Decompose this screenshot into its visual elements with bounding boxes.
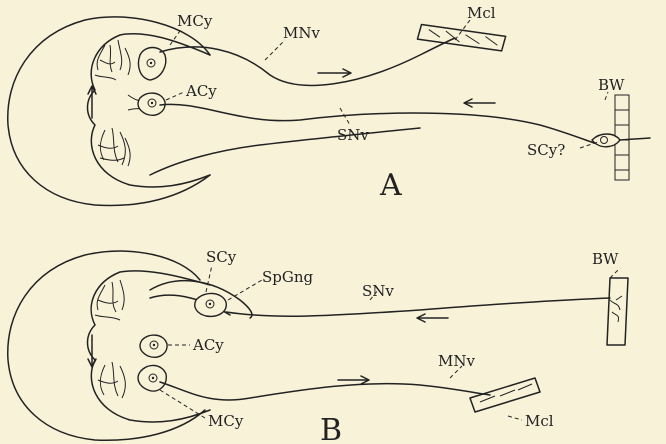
- label-spgng-b: SpGng: [262, 268, 314, 286]
- label-scy-a: SCy?: [527, 141, 565, 159]
- label-snv-a: SNv: [337, 126, 369, 144]
- label-acy-b: ACy: [192, 336, 224, 354]
- body-wall-a: [592, 95, 650, 180]
- muscle-a: [417, 24, 505, 51]
- spinal-cord-outline-a: [8, 17, 210, 206]
- label-snv-b: SNv: [362, 282, 394, 300]
- muscle-b: [470, 378, 540, 412]
- label-bw-b: BW: [592, 250, 619, 268]
- label-mcl-a: Mcl: [467, 4, 496, 22]
- motor-nerve-b: [160, 382, 490, 400]
- spinal-ganglion-b: [150, 281, 252, 318]
- panel-a: MCy MNv Mcl ACy SNv BW SCy? A: [8, 4, 650, 206]
- motor-nerve-a: [160, 38, 455, 85]
- label-bw-a: BW: [598, 76, 625, 94]
- motor-cell-b: [138, 365, 166, 391]
- label-mcy-a: MCy: [177, 12, 213, 30]
- sensory-nerve-a: [160, 104, 600, 145]
- gray-matter-b: [95, 280, 125, 398]
- motor-cell-a: [138, 48, 165, 81]
- sensory-nerve-b: [226, 298, 610, 316]
- panel-label-a: A: [379, 168, 402, 203]
- label-scy-b: SCy: [206, 248, 237, 266]
- panel-b: SCy SpGng BW SNv ACy MNv MCy Mcl B: [8, 248, 628, 444]
- label-mcl-b: Mcl: [525, 412, 554, 430]
- body-wall-b: [607, 278, 628, 345]
- panel-label-b: B: [320, 413, 342, 444]
- label-mnv-a: MNv: [283, 24, 320, 42]
- label-acy-a: ACy: [185, 82, 217, 100]
- label-mcy-b: MCy: [208, 412, 244, 430]
- label-mnv-b: MNv: [438, 352, 475, 370]
- association-cell-b: [140, 335, 167, 357]
